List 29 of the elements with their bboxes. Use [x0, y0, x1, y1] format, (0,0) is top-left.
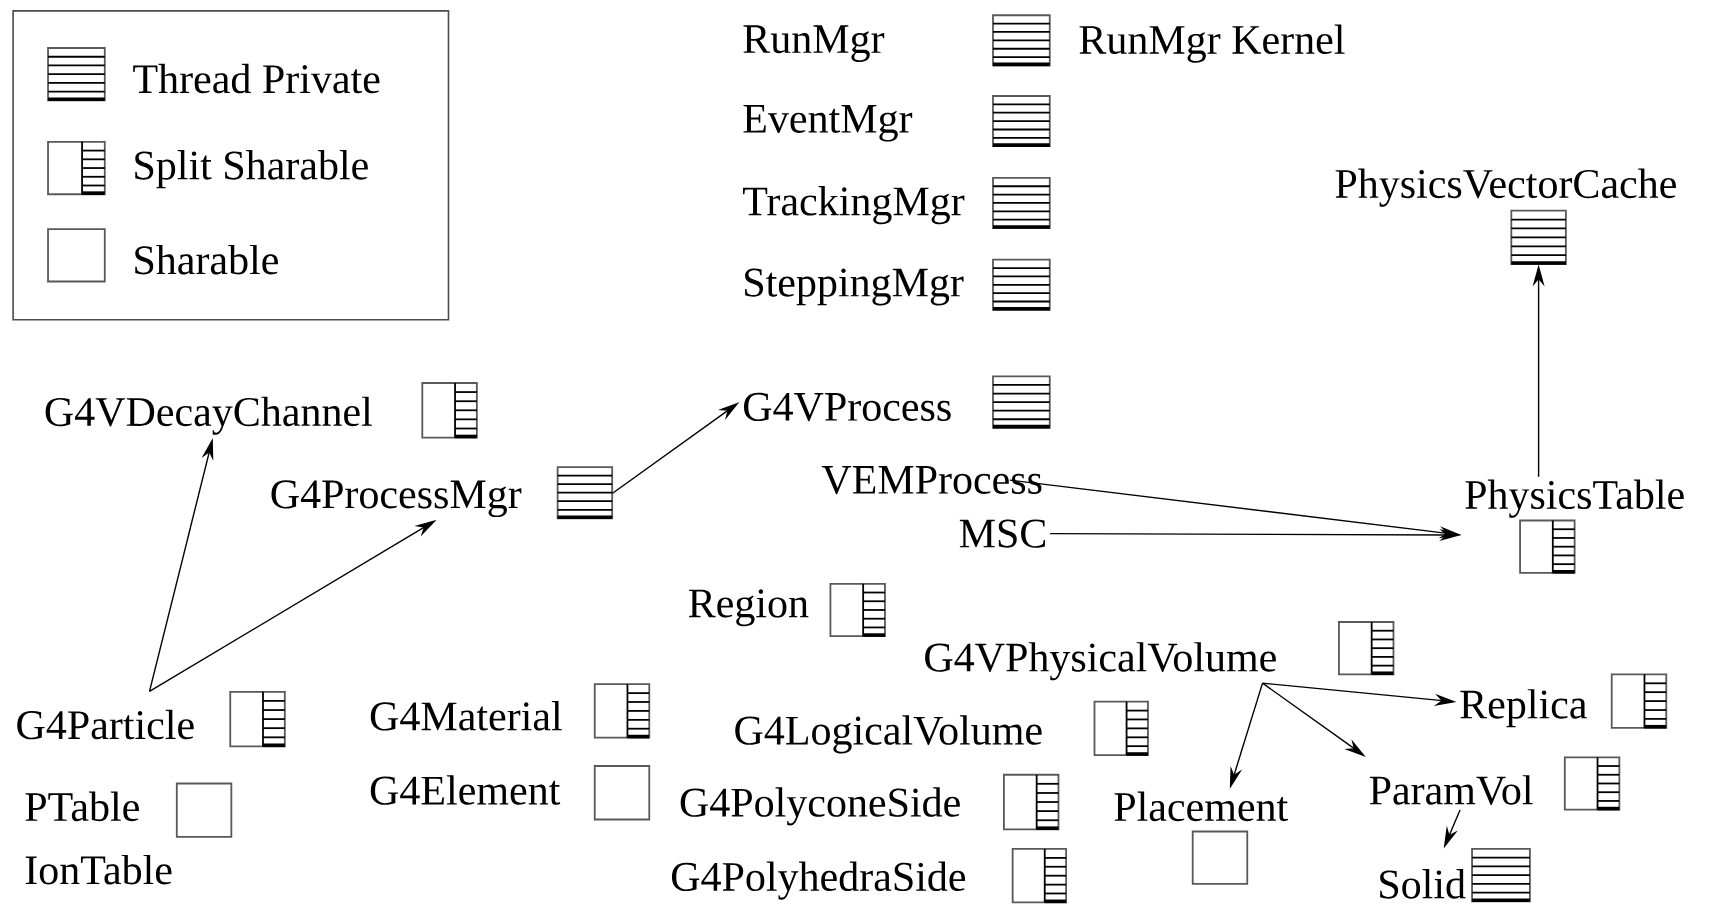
legend-label: Split Sharable [135, 150, 368, 189]
class-label: G4VDecayChannel [45, 396, 372, 436]
class-label: G4VProcess [743, 393, 951, 422]
class-label: PhysicsVectorCache [1335, 168, 1676, 208]
class-label: G4PolyhedraSide [671, 861, 966, 900]
class-label: EventMgr [743, 105, 913, 142]
legend-label: Sharable [135, 245, 278, 275]
class-label: SteppingMgr [745, 268, 964, 306]
class-label: PTable [25, 791, 139, 822]
class-label: G4ProcessMgr [271, 480, 522, 518]
kernel-label: RunMgr Kernel [1079, 24, 1345, 63]
class-label: G4PolyconeSide [680, 787, 960, 826]
class-label: G4VPhysicalVolume [925, 642, 1276, 681]
class-label: IonTable [25, 855, 172, 885]
class-label: G4Element [370, 775, 561, 806]
class-label: Replica [1460, 689, 1587, 728]
class-label: Placement [1114, 791, 1288, 822]
class-label: PhysicsTable [1465, 479, 1684, 519]
class-label: TrackingMgr [743, 186, 965, 225]
class-label: MSC [959, 519, 1045, 548]
class-label: Region [688, 589, 809, 627]
class-label: RunMgr [743, 25, 885, 63]
class-label: G4Particle [17, 710, 194, 740]
class-label: VEMProcess [821, 466, 1042, 495]
class-label: Solid [1380, 869, 1466, 899]
legend-label: Thread Private [133, 64, 380, 94]
class-label: G4LogicalVolume [735, 715, 1042, 754]
class-label: ParamVol [1369, 775, 1533, 806]
class-label: G4Material [370, 701, 562, 731]
